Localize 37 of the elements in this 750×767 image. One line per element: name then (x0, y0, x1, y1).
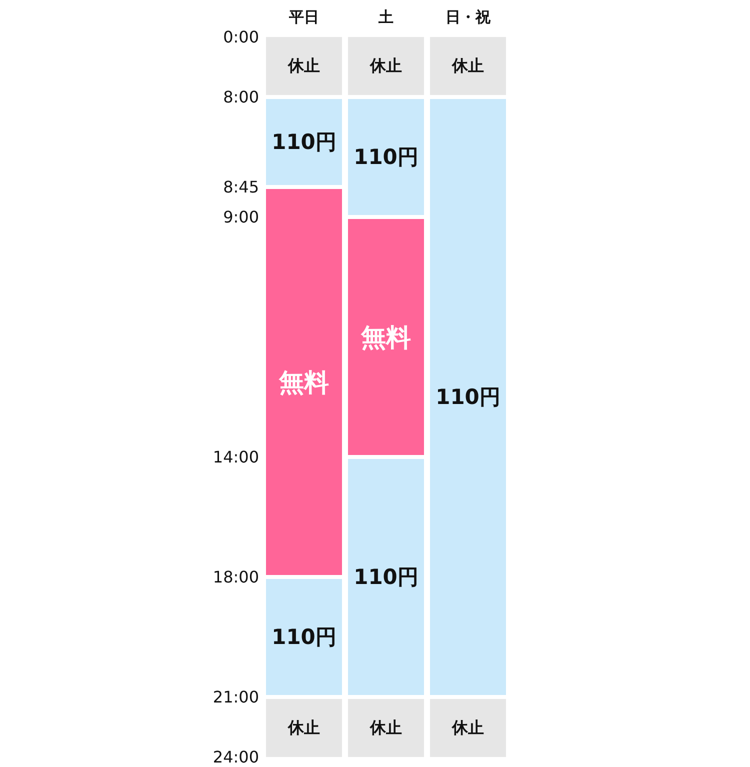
block-label: 110円 (272, 129, 336, 156)
block-label: 休止 (452, 56, 484, 76)
block-label: 無料 (279, 366, 329, 398)
time-label: 0:00 (223, 28, 259, 46)
block-label: 110円 (272, 624, 336, 651)
block-label: 110円 (354, 144, 418, 171)
column-header: 平日 (289, 8, 319, 27)
time-label: 8:45 (223, 178, 259, 196)
time-label: 14:00 (212, 448, 259, 466)
time-label: 21:00 (212, 688, 259, 706)
block-label: 110円 (436, 384, 500, 411)
closed-block (430, 37, 506, 95)
block-label: 休止 (370, 56, 402, 76)
free-block (348, 219, 424, 455)
fare-block (348, 459, 424, 695)
free-block (266, 189, 342, 575)
fare-block (266, 99, 342, 185)
block-label: 無料 (361, 322, 411, 354)
block-label: 110円 (354, 564, 418, 591)
block-label: 休止 (288, 56, 320, 76)
closed-block (430, 699, 506, 757)
time-label: 18:00 (212, 568, 259, 586)
closed-block (266, 699, 342, 757)
column-header: 土 (378, 8, 394, 27)
closed-block (348, 699, 424, 757)
column-header: 日・祝 (446, 8, 490, 27)
block-label: 休止 (288, 718, 320, 738)
closed-block (348, 37, 424, 95)
closed-block (266, 37, 342, 95)
block-label: 休止 (452, 718, 484, 738)
time-label: 8:00 (223, 88, 259, 106)
fare-block (266, 579, 342, 695)
fare-block (430, 99, 506, 695)
block-label: 休止 (370, 718, 402, 738)
fare-block (348, 99, 424, 215)
time-label: 9:00 (223, 208, 259, 226)
time-label: 24:00 (212, 748, 259, 766)
